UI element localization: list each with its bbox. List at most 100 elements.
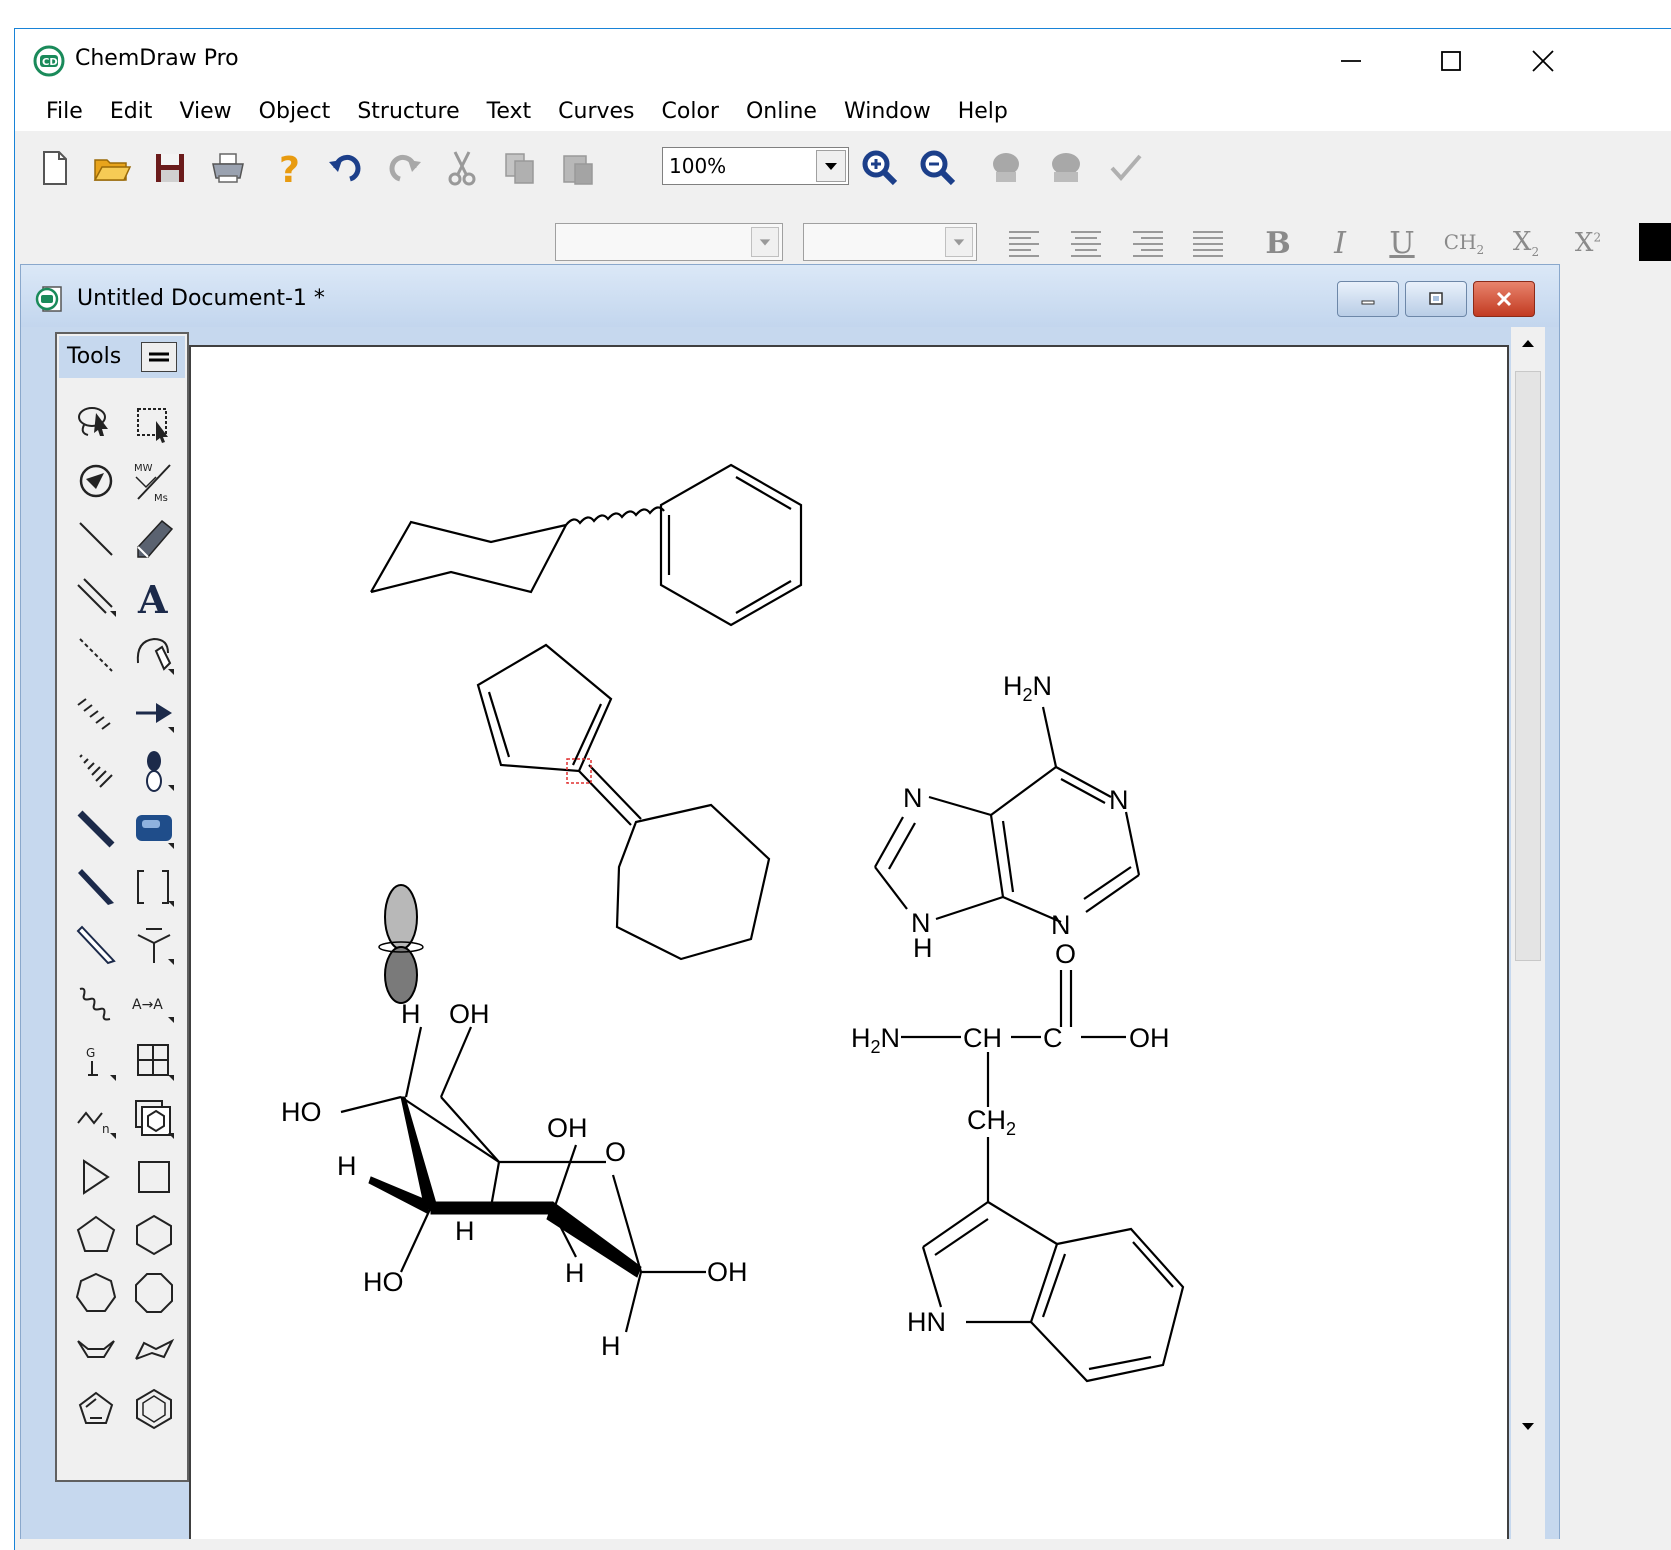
bold-button[interactable]: B — [1253, 223, 1303, 263]
trp-hn-label: HN — [907, 1307, 946, 1337]
paste-button[interactable] — [553, 143, 603, 193]
color-swatch[interactable] — [1639, 223, 1671, 261]
hashed-wedge-tool[interactable] — [69, 744, 123, 798]
bold-bond-tool[interactable] — [69, 802, 123, 856]
menu-help[interactable]: Help — [957, 98, 1008, 124]
marquee-tool[interactable] — [127, 396, 181, 450]
hashed-bond-icon — [77, 698, 111, 730]
arrow-tool[interactable] — [127, 686, 181, 740]
zoom-dropdown-button[interactable] — [816, 150, 846, 182]
scroll-up-button[interactable] — [1511, 327, 1545, 361]
document-close-button[interactable] — [1473, 281, 1535, 317]
new-document-button[interactable] — [29, 143, 79, 193]
underline-button[interactable]: U — [1377, 223, 1427, 263]
menu-file[interactable]: File — [46, 98, 83, 124]
align-right-button[interactable] — [1123, 223, 1173, 263]
cyclooctane-tool[interactable] — [127, 1266, 181, 1320]
cyclohexane-tool[interactable] — [127, 1208, 181, 1262]
align-left-button[interactable] — [999, 223, 1049, 263]
scroll-down-button[interactable] — [1511, 1409, 1545, 1443]
orbital-tool[interactable] — [127, 744, 181, 798]
menu-window[interactable]: Window — [843, 98, 931, 124]
redo-button[interactable] — [379, 143, 429, 193]
template-tool[interactable]: G — [69, 1034, 123, 1088]
menu-text[interactable]: Text — [486, 98, 532, 124]
table-tool[interactable] — [127, 1034, 181, 1088]
drawing-canvas[interactable]: H2N N N N N H O H2N CH C OH CH2 HN H OH … — [189, 345, 1509, 1550]
menu-curves[interactable]: Curves — [558, 98, 635, 124]
size-dropdown-button[interactable] — [945, 227, 973, 257]
hollow-wedge-tool[interactable] — [69, 918, 123, 972]
zoom-in-button[interactable] — [855, 143, 905, 193]
sugar-h-mid-label: H — [455, 1216, 475, 1246]
help-button[interactable]: ? — [265, 143, 315, 193]
sugar-o-ring-label: O — [605, 1137, 626, 1167]
minimize-button[interactable] — [1315, 39, 1387, 83]
benzene-tool[interactable] — [127, 1382, 181, 1436]
query-tool[interactable]: A→A — [127, 976, 181, 1030]
check-structure-button[interactable] — [1101, 143, 1151, 193]
document-restore-button[interactable] — [1405, 281, 1467, 317]
zoom-out-button[interactable] — [913, 143, 963, 193]
drawing-elements-icon — [136, 815, 174, 849]
scroll-thumb[interactable] — [1515, 371, 1541, 961]
hashed-bond-tool[interactable] — [69, 686, 123, 740]
open-button[interactable] — [87, 143, 137, 193]
tools-menu-button[interactable] — [141, 342, 177, 372]
chair-cyclohexane-tool[interactable] — [127, 1324, 181, 1378]
wavy-bond-tool[interactable] — [69, 976, 123, 1030]
perspective-tool[interactable] — [69, 454, 123, 508]
acyclic-chain-tool[interactable]: n — [69, 1092, 123, 1146]
formula-button[interactable]: CH2 — [1439, 223, 1489, 263]
pen-tool[interactable] — [127, 628, 181, 682]
cycloheptane-tool[interactable] — [69, 1266, 123, 1320]
font-combo[interactable] — [555, 223, 783, 261]
chemical-symbols-tool[interactable] — [127, 918, 181, 972]
size-combo[interactable] — [803, 223, 977, 261]
solid-bond-tool[interactable] — [69, 512, 123, 566]
document-minimize-button[interactable] — [1337, 281, 1399, 317]
clean-structure-button[interactable] — [981, 143, 1031, 193]
vertical-scrollbar[interactable] — [1511, 327, 1545, 1550]
menu-color[interactable]: Color — [661, 98, 719, 124]
italic-button[interactable]: I — [1315, 223, 1365, 263]
menu-structure[interactable]: Structure — [357, 98, 460, 124]
wedge-bonds — [368, 1096, 642, 1278]
zoom-select[interactable]: 100% — [662, 147, 849, 185]
undo-button[interactable] — [321, 143, 371, 193]
align-center-button[interactable] — [1061, 223, 1111, 263]
text-tool[interactable]: A — [127, 570, 181, 624]
subscript-button[interactable]: X2 — [1501, 223, 1551, 263]
templates-tool[interactable] — [127, 1092, 181, 1146]
cut-button[interactable] — [437, 143, 487, 193]
print-button[interactable] — [203, 143, 253, 193]
menu-object[interactable]: Object — [258, 98, 331, 124]
eraser-tool[interactable] — [127, 512, 181, 566]
square-tool[interactable] — [127, 1150, 181, 1204]
font-dropdown-button[interactable] — [751, 227, 779, 257]
menu-edit[interactable]: Edit — [109, 98, 153, 124]
sugar-h-bottom-label: H — [565, 1258, 585, 1288]
cyclopentane-tool[interactable] — [69, 1208, 123, 1262]
brackets-tool[interactable] — [127, 860, 181, 914]
close-button[interactable] — [1507, 39, 1579, 83]
check-structure-icon — [1110, 154, 1142, 182]
wedge-bond-tool[interactable] — [69, 860, 123, 914]
boat-cyclohexane-tool[interactable] — [69, 1324, 123, 1378]
clean-structure-alt-button[interactable] — [1041, 143, 1091, 193]
dashed-bond-tool[interactable] — [69, 628, 123, 682]
save-button[interactable] — [145, 143, 195, 193]
play-tool[interactable] — [69, 1150, 123, 1204]
lasso-tool[interactable] — [69, 396, 123, 450]
drawing-elements-tool[interactable] — [127, 802, 181, 856]
multiple-bond-tool[interactable] — [69, 570, 123, 624]
superscript-button[interactable]: X2 — [1563, 223, 1613, 263]
copy-button[interactable] — [495, 143, 545, 193]
justify-button[interactable] — [1183, 223, 1233, 263]
menu-online[interactable]: Online — [745, 98, 817, 124]
menu-view[interactable]: View — [179, 98, 232, 124]
maximize-button[interactable] — [1415, 39, 1487, 83]
cyclopentadiene-tool[interactable] — [69, 1382, 123, 1436]
eraser-icon — [137, 519, 174, 558]
